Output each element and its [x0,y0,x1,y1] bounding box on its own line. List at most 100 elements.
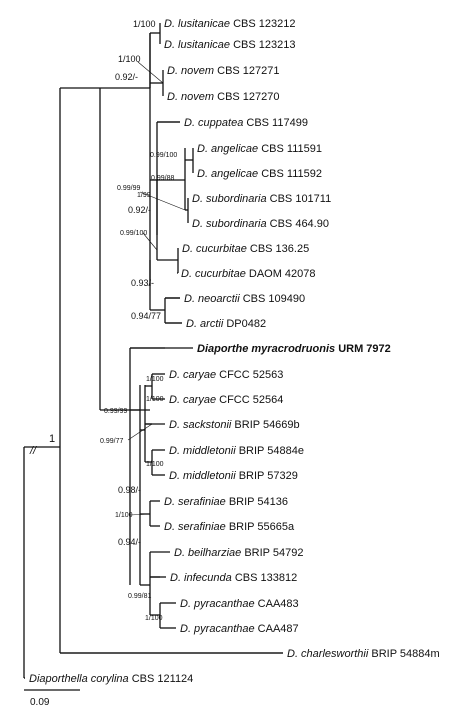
support-pointer-line [137,61,164,84]
strain-id: BRIP 54884e [236,445,304,457]
support-value: 1/100 [146,376,164,383]
strain-id: BRIP 54792 [241,547,303,559]
strain-id: DAOM 42078 [246,268,316,280]
support-value: 0.93/- [131,278,154,288]
taxon-name: D. cucurbitae [182,243,247,255]
strain-id: CBS 109490 [240,293,305,305]
taxon-name: D. caryae [169,394,216,406]
taxon-name: Diaporthe myracrodruonis [197,343,335,355]
support-value: 0.99/77 [100,438,123,445]
taxon-name: Diaporthella corylina [29,673,129,685]
taxon-label: D. pyracanthae CAA483 [180,598,299,610]
taxon-label: D. novem CBS 127271 [167,65,280,77]
taxon-name: D. neoarctii [184,293,240,305]
taxon-name: D. beilharziae [174,547,241,559]
strain-id: BRIP 55665a [226,521,295,533]
taxon-label: D. lusitanicae CBS 123213 [164,39,295,51]
taxon-name: D. subordinaria [192,218,267,230]
taxon-label: D. cuppatea CBS 117499 [184,117,308,129]
support-pointer-line [129,513,151,516]
strain-id: CAA483 [255,598,299,610]
taxon-name: D. charlesworthii [287,648,369,660]
support-value: 0.99/100 [120,230,147,237]
strain-id: CFCC 52564 [216,394,283,406]
strain-id: CBS 111592 [258,168,322,180]
strain-id: CFCC 52563 [216,369,283,381]
strain-id: BRIP 57329 [236,470,298,482]
taxon-label: D. serafiniae BRIP 55665a [164,521,295,533]
taxon-label: Diaporthella corylina CBS 121124 [29,673,193,685]
taxon-label: D. cucurbitae DAOM 42078 [181,268,316,280]
support-value: 1/100 [145,615,163,622]
support-value: 0.92/- [128,205,151,215]
taxon-name: D. novem [167,65,214,77]
taxon-label: D. caryae CFCC 52564 [169,394,283,406]
strain-id: CBS 136.25 [247,243,309,255]
support-pointer-line [142,232,158,251]
strain-id: CBS 127270 [214,91,279,103]
taxon-label: D. pyracanthae CAA487 [180,623,299,635]
taxon-name: D. lusitanicae [164,39,230,51]
taxon-label: D. neoarctii CBS 109490 [184,293,305,305]
support-value: 1/99 [137,192,151,199]
support-value: 0.94/- [118,537,141,547]
strain-id: URM 7972 [335,343,391,355]
taxon-name: D. cuppatea [184,117,243,129]
taxon-label: D. lusitanicae CBS 123212 [164,18,295,30]
scale-bar-label: 0.09 [30,697,50,708]
taxon-label: D. angelicae CBS 111592 [197,168,322,180]
support-value: 0.99/100 [150,152,177,159]
support-pointer-lines [127,61,186,516]
taxon-name: D. pyracanthae [180,598,255,610]
taxon-label: D. charlesworthii BRIP 54884m [287,648,440,660]
support-value: 1/100 [146,396,164,403]
strain-id: CBS 133812 [232,572,297,584]
taxon-label: D. infecunda CBS 133812 [170,572,297,584]
strain-id: BRIP 54669b [231,419,299,431]
taxon-name: D. angelicae [197,143,258,155]
support-value: 0.99/99 [117,185,140,192]
taxon-name: D. angelicae [197,168,258,180]
taxon-name: D. subordinaria [192,193,267,205]
strain-id: CBS 117499 [243,117,308,129]
support-value: 0.99/88 [151,175,174,182]
strain-id: CBS 123212 [230,18,295,30]
taxon-label: D. middletonii BRIP 57329 [169,470,298,482]
taxon-name: D. pyracanthae [180,623,255,635]
taxon-name: D. lusitanicae [164,18,230,30]
taxon-name: D. arctii [186,318,224,330]
taxon-name: D. middletonii [169,445,236,457]
strain-id: BRIP 54884m [368,648,439,660]
taxon-label: D. beilharziae BRIP 54792 [174,547,303,559]
strain-id: CBS 123213 [230,39,295,51]
taxon-label: D. novem CBS 127270 [167,91,280,103]
taxon-name: D. sackstonii [169,419,232,431]
taxon-name: D. serafiniae [164,496,226,508]
taxon-name: D. caryae [169,369,216,381]
support-pointer-line [139,191,186,211]
support-values: 1/1001/1000.92/-0.99/1000.99/880.99/991/… [49,19,177,622]
taxon-label: D. angelicae CBS 111591 [197,143,322,155]
taxon-label: D. sackstonii BRIP 54669b [169,419,300,431]
taxon-label: D. middletonii BRIP 54884e [169,445,304,457]
taxon-label: Diaporthe myracrodruonis URM 7972 [197,343,391,355]
taxon-name: D. novem [167,91,214,103]
strain-id: CBS 111591 [258,143,322,155]
taxon-name: D. middletonii [169,470,236,482]
taxon-label: D. caryae CFCC 52563 [169,369,283,381]
support-value: 1/100 [146,461,164,468]
support-value: 0.99/99 [104,408,127,415]
strain-id: BRIP 54136 [226,496,288,508]
strain-id: CAA487 [255,623,299,635]
tree-branches [23,23,283,679]
taxon-label: D. serafiniae BRIP 54136 [164,496,288,508]
strain-id: CBS 101711 [267,193,332,205]
taxon-label: D. subordinaria CBS 101711 [192,193,331,205]
support-value: 1/100 [115,512,133,519]
strain-id: DP0482 [223,318,266,330]
strain-id: CBS 464.90 [267,218,329,230]
support-value: 0.92/- [115,72,138,82]
support-value: 0.94/77 [131,311,161,321]
